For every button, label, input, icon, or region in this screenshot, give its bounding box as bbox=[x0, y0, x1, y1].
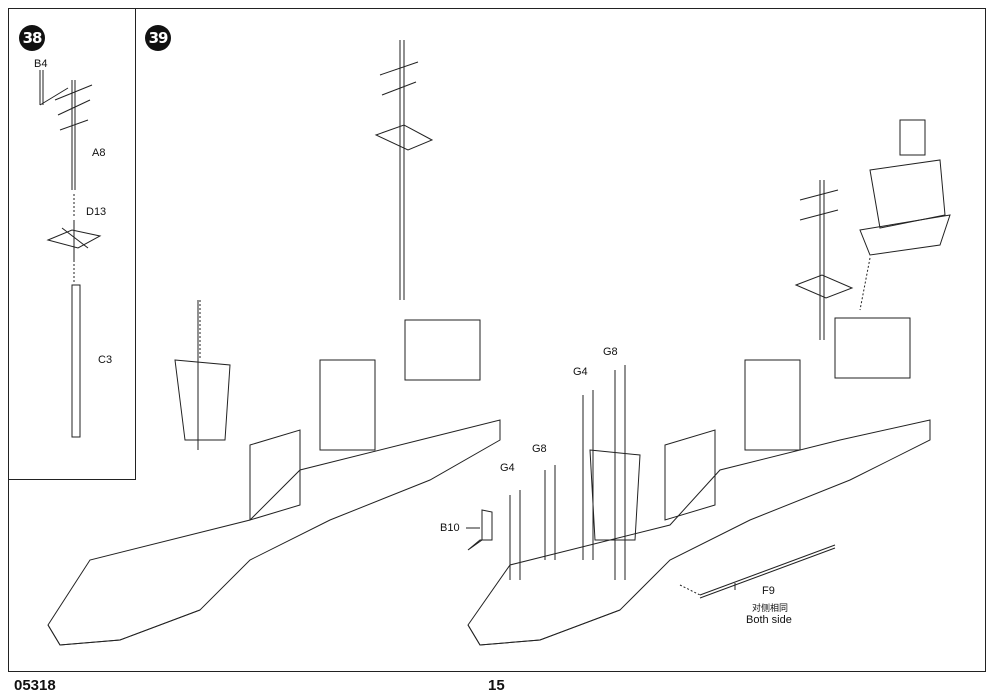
label-c3: C3 bbox=[98, 354, 113, 366]
mast-top-part bbox=[39, 70, 93, 190]
label-b10: B10 bbox=[440, 522, 460, 534]
hull-left bbox=[47, 40, 501, 646]
label-b4: B4 bbox=[34, 58, 48, 70]
railing-parts bbox=[509, 365, 626, 580]
label-d13: D13 bbox=[86, 206, 107, 218]
mast-lower-part-c3 bbox=[71, 284, 81, 438]
platform-part-d13 bbox=[46, 220, 102, 262]
kit-code: 05318 bbox=[14, 677, 56, 694]
label-a8: A8 bbox=[92, 147, 106, 159]
label-g4-lower: G4 bbox=[500, 462, 515, 474]
page-number: 15 bbox=[488, 677, 505, 694]
part-b10 bbox=[467, 509, 493, 551]
label-f9: F9 bbox=[762, 585, 775, 597]
label-f9-chinese: 对侧相同 bbox=[752, 603, 789, 613]
hull-right bbox=[467, 180, 931, 646]
step-39-badge: 39 bbox=[145, 25, 171, 51]
step-38-badge: 38 bbox=[19, 25, 45, 51]
label-g4-upper: G4 bbox=[573, 366, 588, 378]
label-g8-lower: G8 bbox=[532, 443, 547, 455]
page-frame bbox=[8, 8, 986, 672]
label-g8-upper: G8 bbox=[603, 346, 618, 358]
part-f9 bbox=[699, 544, 836, 599]
bridge-tower bbox=[859, 119, 951, 256]
label-both-side: Both side bbox=[746, 614, 792, 626]
step-38-panel bbox=[8, 8, 136, 480]
